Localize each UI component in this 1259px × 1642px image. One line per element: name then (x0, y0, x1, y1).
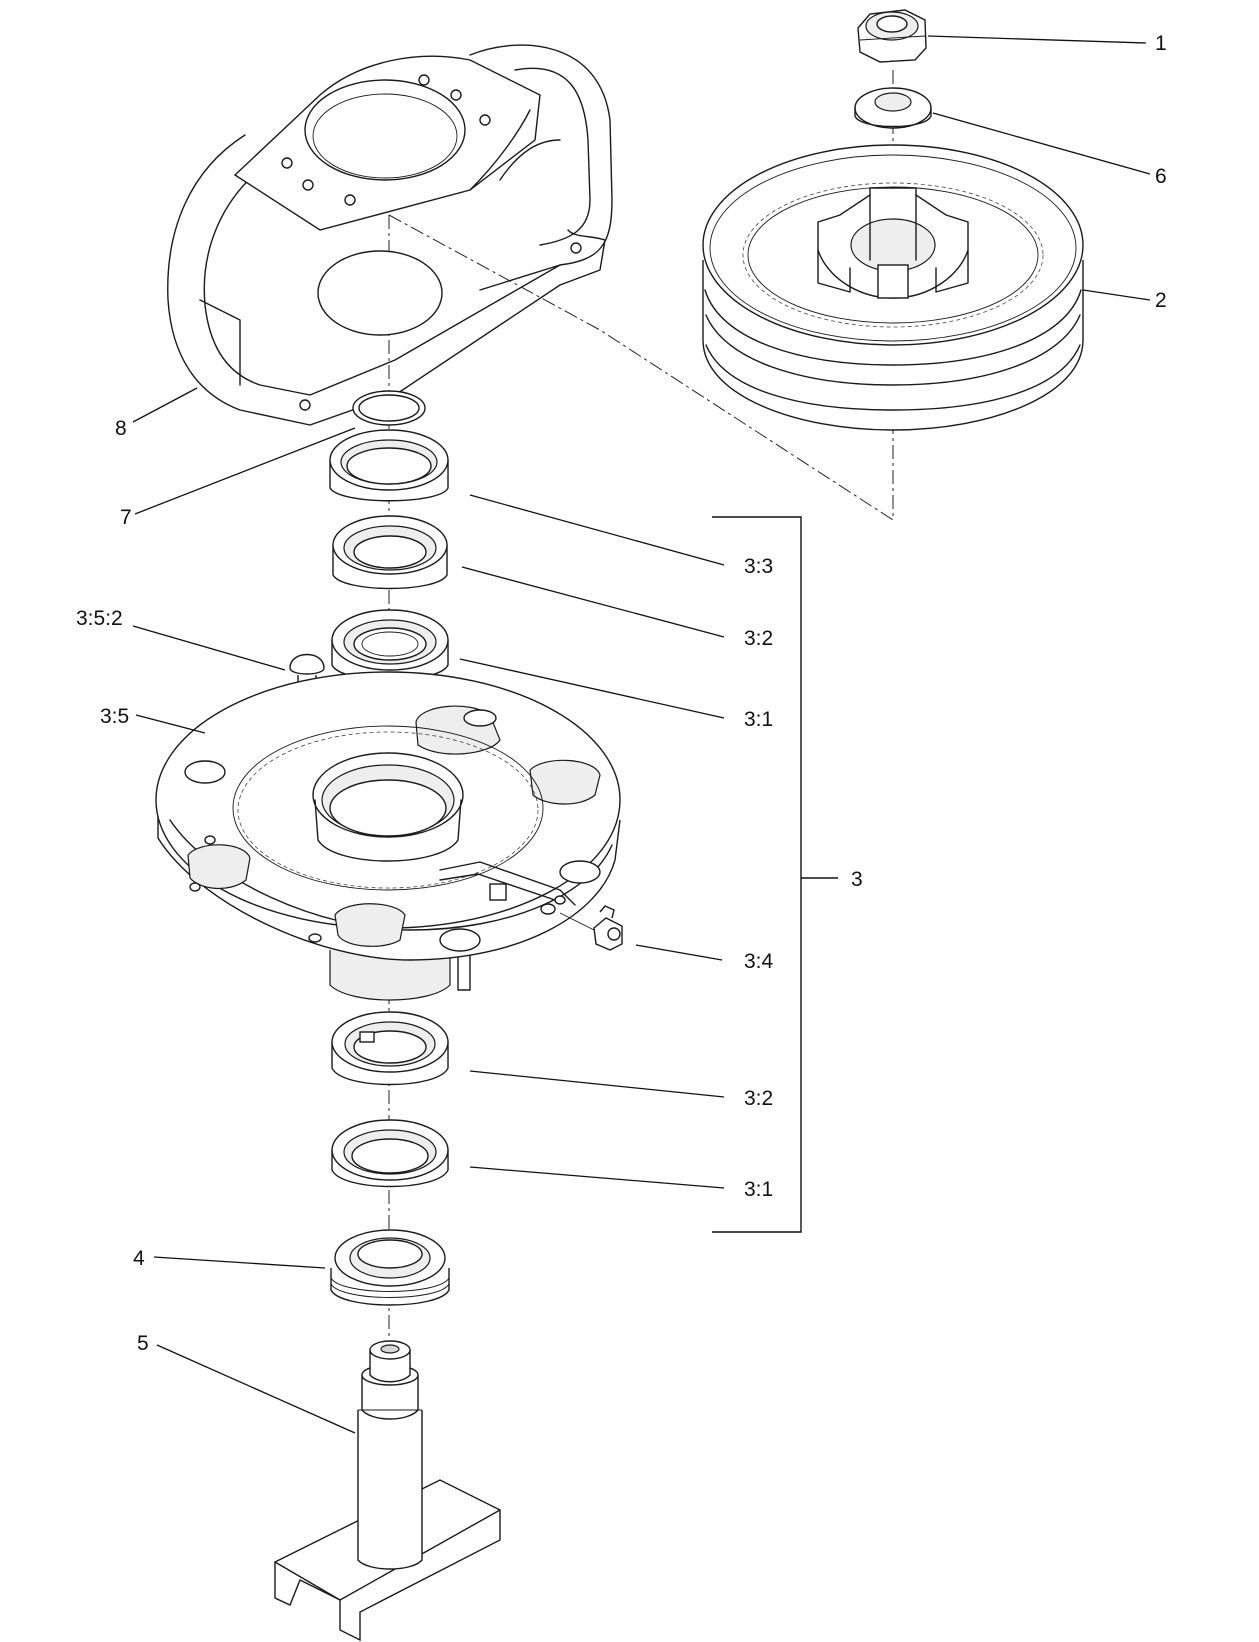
bearing-cone-upper (331, 609, 449, 681)
washer (854, 87, 932, 129)
callout-4: 4 (133, 1247, 145, 1270)
callout-labels: 1 6 2 8 7 3:3 3:2 3:5:2 3:1 3:5 3 3:4 3:… (76, 32, 1167, 1355)
callout-3-4: 3:4 (744, 950, 774, 973)
o-ring (352, 390, 426, 426)
seal (329, 429, 449, 502)
bearing-cup-upper (332, 515, 448, 590)
callout-3: 3 (851, 868, 863, 891)
callout-3-5: 3:5 (100, 705, 129, 728)
callout-3-3: 3:3 (744, 555, 773, 578)
grease-fitting (559, 905, 623, 951)
callout-3-1-lower: 3:1 (744, 1178, 773, 1201)
callout-5: 5 (137, 1332, 149, 1355)
housing-bracket (167, 44, 613, 426)
callout-3-5-2: 3:5:2 (76, 607, 123, 630)
spindle-shaft (274, 1340, 501, 1642)
callout-7: 7 (120, 506, 132, 529)
pulley (702, 144, 1084, 431)
lower-seal (330, 1229, 450, 1306)
bearing-cup-lower (331, 1011, 449, 1086)
callout-3-2-upper: 3:2 (744, 627, 773, 650)
callout-2: 2 (1155, 289, 1167, 312)
callout-3-2-lower: 3:2 (744, 1087, 773, 1110)
lock-nut (857, 9, 927, 63)
assembly-3-bracket (712, 516, 838, 1233)
callout-1: 1 (1155, 32, 1167, 55)
callout-3-1-upper: 3:1 (744, 708, 773, 731)
spindle-housing-flange (155, 671, 621, 1001)
leader-lines (132, 35, 1151, 1434)
bearing-cone-lower (331, 1119, 449, 1188)
callout-6: 6 (1155, 165, 1167, 188)
callout-8: 8 (115, 417, 127, 440)
